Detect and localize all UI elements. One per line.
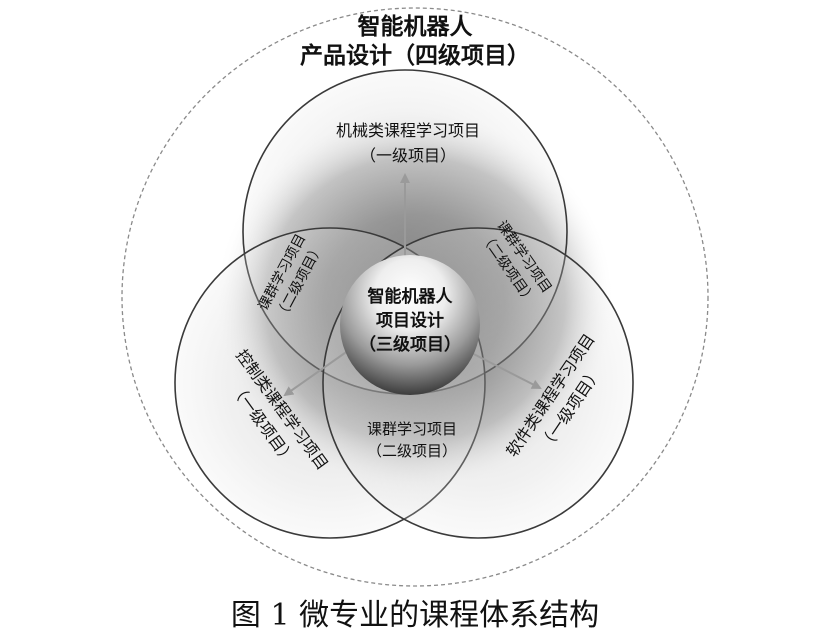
outer-title-line2: 产品设计（四级项目） (300, 42, 530, 69)
cluster-bottom-line2: （二级项目） (367, 442, 457, 460)
figure-caption: 图 1 微专业的课程体系结构 (231, 598, 599, 633)
mechanical-label-line1: 机械类课程学习项目 (336, 121, 480, 140)
center-label-line2: 项目设计 (376, 310, 444, 331)
outer-title-line1: 智能机器人 (358, 13, 474, 40)
outer-dashed-circle (121, 7, 709, 587)
mechanical-label-line2: （一级项目） (360, 146, 456, 165)
cluster-bottom-line1: 课群学习项目 (367, 420, 457, 438)
center-label-line3: （三级项目） (359, 334, 461, 355)
center-sphere (340, 255, 480, 395)
center-label-line1: 智能机器人 (368, 286, 454, 307)
arrow-to-control (283, 347, 353, 397)
arrow-to-software (461, 347, 542, 389)
